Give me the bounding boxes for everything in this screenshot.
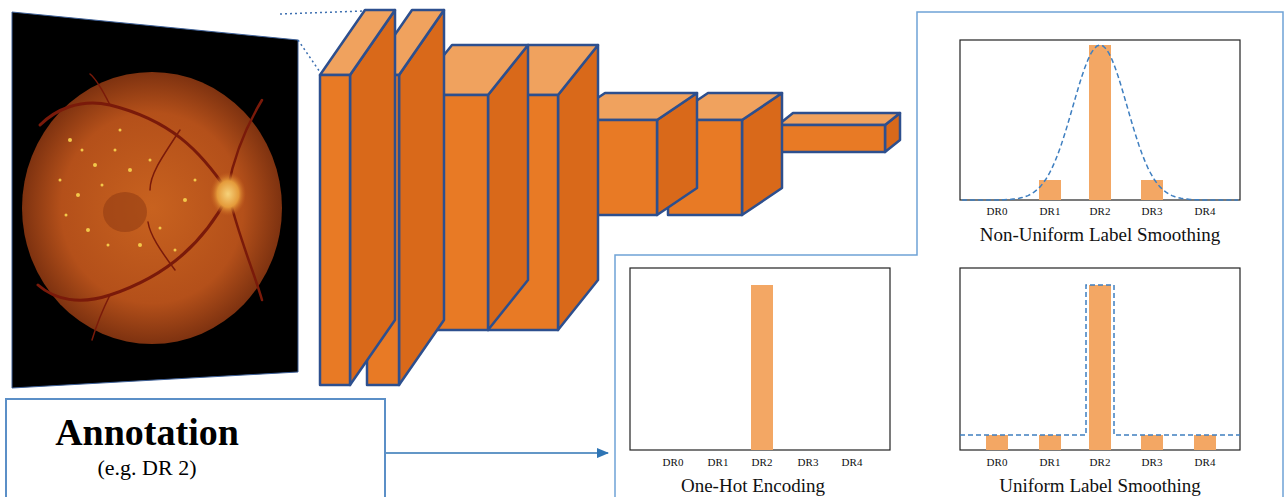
chart-title: Uniform Label Smoothing <box>950 475 1250 497</box>
panel-outline <box>615 12 1283 497</box>
chart-title: One-Hot Encoding <box>608 475 898 497</box>
bar <box>1039 180 1061 200</box>
fundus-plane <box>12 12 298 388</box>
fundus-disc <box>22 72 282 344</box>
chart-axes <box>960 268 1240 450</box>
bar <box>1194 435 1216 450</box>
tick-label: DR2 <box>1090 456 1111 469</box>
optic-disc <box>210 172 246 216</box>
annotation-box: Annotation(e.g. DR 2) <box>5 398 386 497</box>
chart-one-hot <box>630 268 890 450</box>
bar <box>1141 435 1163 450</box>
tick-label: DR2 <box>752 456 773 469</box>
annotation-arrow <box>386 452 608 454</box>
bar <box>1039 435 1061 450</box>
bar <box>751 285 773 450</box>
dashed-curve <box>962 45 1238 200</box>
annotation-heading: Annotation <box>55 410 239 454</box>
tick-label: DR1 <box>708 456 729 469</box>
macula <box>103 192 147 232</box>
dashed-curve <box>960 285 1240 435</box>
tick-label: DR1 <box>1040 205 1061 218</box>
chart-axes <box>630 268 890 450</box>
bar <box>1141 180 1163 200</box>
exudates <box>59 129 197 252</box>
bar <box>1089 45 1111 200</box>
tick-label: DR0 <box>987 205 1008 218</box>
bar <box>986 435 1008 450</box>
tick-label: DR1 <box>1040 456 1061 469</box>
tick-label: DR4 <box>1195 456 1216 469</box>
cnn-layer-face <box>320 75 350 385</box>
cnn-layer-face <box>320 10 395 75</box>
tick-label: DR3 <box>798 456 819 469</box>
chart-axes <box>960 40 1240 200</box>
tick-label: DR4 <box>1195 205 1216 218</box>
chart-title: Non-Uniform Label Smoothing <box>950 224 1250 246</box>
bar <box>1089 285 1111 450</box>
tick-label: DR2 <box>1090 205 1111 218</box>
tick-label: DR3 <box>1142 205 1163 218</box>
tick-label: DR3 <box>1142 456 1163 469</box>
annotation-example: (e.g. DR 2) <box>98 454 197 482</box>
annotation-text-group: Annotation(e.g. DR 2) <box>7 400 287 482</box>
chart-non-uniform <box>960 40 1240 200</box>
tick-label: DR4 <box>842 456 863 469</box>
tick-label: DR0 <box>987 456 1008 469</box>
cnn-layer-face <box>778 125 885 152</box>
retinal-vessels <box>38 74 262 340</box>
tick-label: DR0 <box>663 456 684 469</box>
cnn-layer-face <box>778 113 900 125</box>
chart-uniform <box>960 268 1240 450</box>
